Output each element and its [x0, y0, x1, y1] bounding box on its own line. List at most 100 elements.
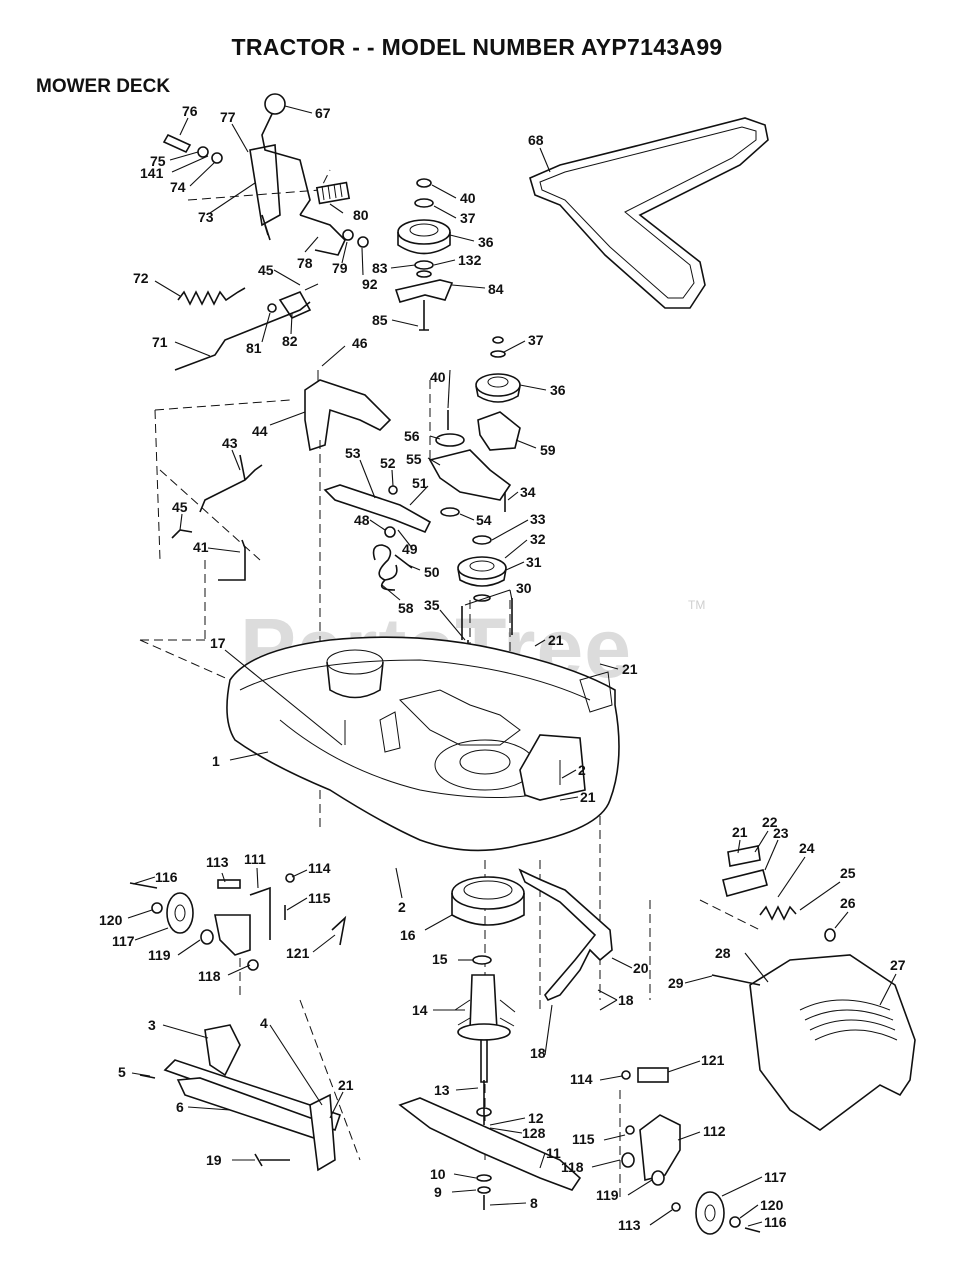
- callout-11: 11: [546, 1145, 561, 1161]
- callout-4: 4: [260, 1015, 268, 1031]
- callout-6: 6: [176, 1099, 184, 1115]
- callout-18-right: 18: [618, 992, 634, 1008]
- callout-53: 53: [345, 445, 361, 461]
- callout-21-a: 21: [548, 632, 564, 648]
- callout-48: 48: [354, 512, 370, 528]
- callout-37-mid: 37: [528, 332, 544, 348]
- callout-41: 41: [193, 539, 209, 555]
- callout-55: 55: [406, 451, 422, 467]
- callout-56: 56: [404, 428, 420, 444]
- callout-80: 80: [353, 207, 369, 223]
- callout-29: 29: [668, 975, 684, 991]
- callout-36-mid: 36: [550, 382, 566, 398]
- mower-deck-housing: [226, 636, 620, 852]
- diagram-title: TRACTOR - - MODEL NUMBER AYP7143A99: [231, 34, 723, 60]
- callout-52: 52: [380, 455, 396, 471]
- callout-44: 44: [252, 423, 268, 439]
- callout-128: 128: [522, 1125, 546, 1141]
- callout-45-mid: 45: [172, 499, 188, 515]
- callout-78: 78: [297, 255, 313, 271]
- callout-24: 24: [799, 840, 815, 856]
- callout-82: 82: [282, 333, 298, 349]
- callout-121-left: 121: [286, 945, 310, 961]
- callout-76: 76: [182, 103, 198, 119]
- callout-77: 77: [220, 109, 236, 125]
- callout-73: 73: [198, 209, 214, 225]
- callout-28: 28: [715, 945, 731, 961]
- callout-23: 23: [773, 825, 789, 841]
- callout-120-left: 120: [99, 912, 123, 928]
- callout-113-left: 113: [206, 854, 229, 870]
- callout-119-left: 119: [148, 947, 171, 963]
- callout-36-top: 36: [478, 234, 494, 250]
- callout-18-lower: 18: [530, 1045, 546, 1061]
- callout-33: 33: [530, 511, 546, 527]
- callout-3: 3: [148, 1017, 156, 1033]
- callout-16: 16: [400, 927, 416, 943]
- callout-14: 14: [412, 1002, 428, 1018]
- watermark-trademark: TM: [688, 598, 706, 612]
- callout-labels: 76 77 67 75 141 74 73 80 78 79 83 92 72 …: [99, 103, 906, 1233]
- callout-2-lower: 2: [398, 899, 406, 915]
- callout-83: 83: [372, 260, 388, 276]
- callout-132: 132: [458, 252, 482, 268]
- callout-19: 19: [206, 1152, 222, 1168]
- chute-bracket: [722, 845, 836, 942]
- callout-81: 81: [246, 340, 262, 356]
- callout-51: 51: [412, 475, 428, 491]
- callout-116-left: 116: [155, 869, 178, 885]
- callout-85: 85: [372, 312, 388, 328]
- callout-113-right: 113: [618, 1217, 641, 1233]
- callout-1: 1: [212, 753, 220, 769]
- callout-68: 68: [528, 132, 544, 148]
- callout-10: 10: [430, 1166, 446, 1182]
- drive-belt: [529, 117, 769, 309]
- callout-12: 12: [528, 1110, 544, 1126]
- callout-46: 46: [352, 335, 368, 351]
- callout-31: 31: [526, 554, 542, 570]
- callout-120-right: 120: [760, 1197, 784, 1213]
- callout-50: 50: [424, 564, 440, 580]
- callout-141: 141: [140, 165, 164, 181]
- callout-22: 22: [762, 814, 778, 830]
- callout-20: 20: [633, 960, 649, 976]
- callout-8: 8: [530, 1195, 538, 1211]
- callout-17: 17: [210, 635, 226, 651]
- callout-67: 67: [315, 105, 331, 121]
- bracket-44: [304, 370, 392, 452]
- mower-blade: [398, 1097, 582, 1210]
- callout-26: 26: [840, 895, 856, 911]
- callout-35: 35: [424, 597, 440, 613]
- callout-49: 49: [402, 541, 418, 557]
- callout-118-right: 118: [561, 1159, 584, 1175]
- callout-118-left: 118: [198, 968, 221, 984]
- lower-pulley: [457, 535, 513, 670]
- callout-79: 79: [332, 260, 348, 276]
- callout-117-left: 117: [112, 933, 135, 949]
- callout-43: 43: [222, 435, 238, 451]
- upper-pulley-stack: [394, 178, 454, 331]
- callout-25: 25: [840, 865, 856, 881]
- callout-117-right: 117: [764, 1169, 787, 1185]
- callout-40-top: 40: [460, 190, 476, 206]
- lift-linkage: [139, 1024, 342, 1172]
- callout-72: 72: [133, 270, 149, 286]
- callout-59: 59: [540, 442, 556, 458]
- callout-34: 34: [520, 484, 536, 500]
- callout-75: 75: [150, 153, 166, 169]
- discharge-chute: [711, 954, 916, 1131]
- callout-32: 32: [530, 531, 546, 547]
- callout-21-e: 21: [338, 1077, 354, 1093]
- callout-112: 112: [703, 1123, 726, 1139]
- callout-115-left: 115: [308, 890, 331, 906]
- callout-37-top: 37: [460, 210, 476, 226]
- callout-71: 71: [152, 334, 168, 350]
- idler-arm: [323, 484, 432, 591]
- callout-2-upper: 2: [578, 762, 586, 778]
- callout-111: 111: [244, 851, 266, 867]
- callout-21-d: 21: [732, 824, 748, 840]
- callout-54: 54: [476, 512, 492, 528]
- callout-9: 9: [434, 1184, 442, 1200]
- callout-74: 74: [170, 179, 186, 195]
